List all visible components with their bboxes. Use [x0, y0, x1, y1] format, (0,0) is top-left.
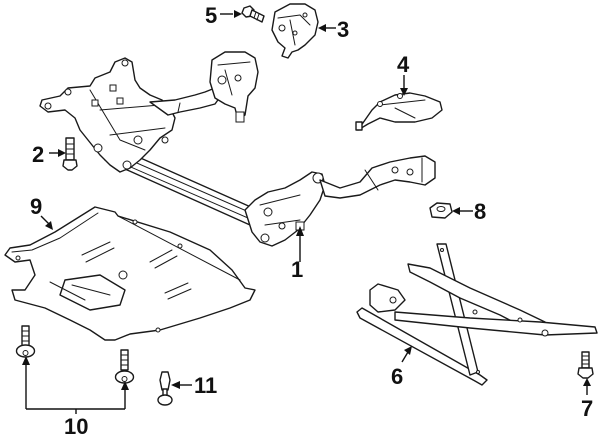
splash-shield-part-9[interactable]: [4, 206, 256, 341]
callout-7[interactable]: 7: [581, 396, 593, 421]
nut-part-8[interactable]: [429, 202, 453, 219]
callout-1[interactable]: 1: [291, 257, 303, 282]
clip-part-11[interactable]: [157, 371, 173, 406]
crossmember-part[interactable]: [39, 51, 436, 247]
callout-3[interactable]: 3: [337, 17, 349, 42]
mount-bracket-part-3[interactable]: [271, 3, 319, 59]
heat-shield-part-4[interactable]: [355, 92, 443, 131]
callout-10[interactable]: 10: [64, 414, 88, 439]
bolt-part-2[interactable]: [62, 137, 78, 171]
callout-11[interactable]: 11: [194, 373, 217, 398]
callout-6[interactable]: 6: [391, 364, 403, 389]
bolt-part-10a[interactable]: [15, 325, 36, 358]
bolt-part-10b[interactable]: [114, 349, 135, 384]
callout-9[interactable]: 9: [30, 194, 42, 219]
leader-lines: [22, 10, 591, 414]
callout-2[interactable]: 2: [32, 142, 44, 167]
bolt-part-7[interactable]: [577, 351, 594, 379]
brace-part-6[interactable]: [356, 243, 598, 386]
callout-4[interactable]: 4: [397, 52, 410, 77]
callout-8[interactable]: 8: [474, 199, 486, 224]
callout-5[interactable]: 5: [205, 3, 217, 28]
bolt-part-5[interactable]: [241, 5, 265, 23]
